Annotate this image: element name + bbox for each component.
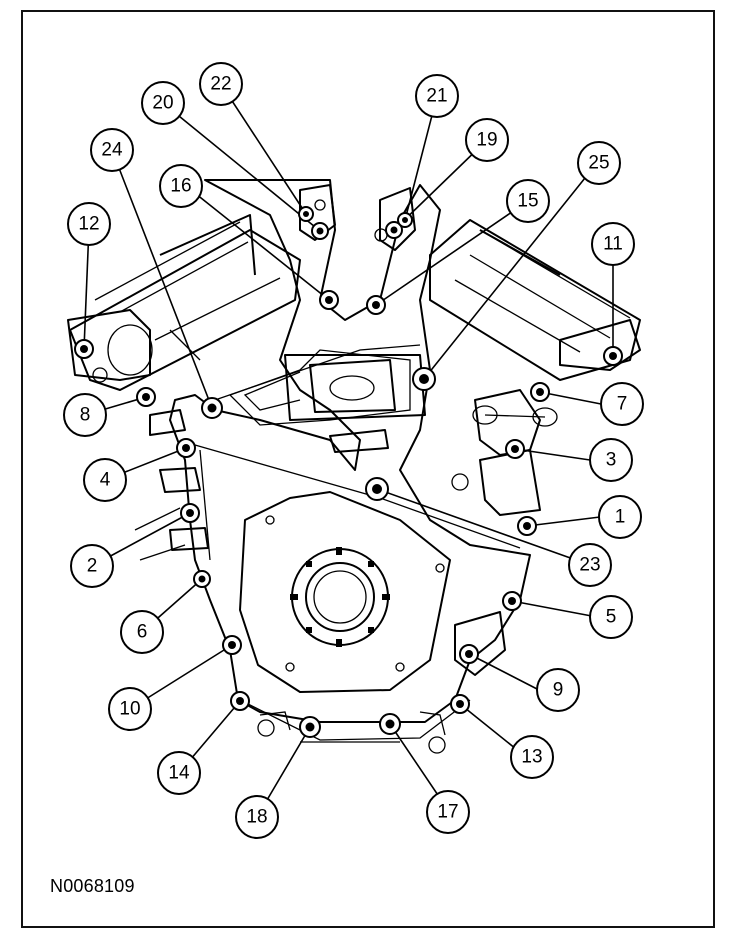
svg-text:16: 16	[170, 176, 191, 197]
engine-block-outline	[69, 214, 641, 391]
bolt-icon	[603, 346, 623, 366]
bolt-icon	[365, 477, 389, 501]
callout-22: 22	[199, 62, 243, 106]
svg-text:13: 13	[521, 747, 542, 768]
svg-text:14: 14	[168, 763, 190, 784]
svg-text:1: 1	[615, 507, 626, 528]
callout-13: 13	[510, 735, 554, 779]
bolt-icon	[319, 290, 339, 310]
svg-text:9: 9	[553, 680, 564, 701]
bolt-icon	[517, 516, 537, 536]
callout-16: 16	[159, 164, 203, 208]
callout-24: 24	[90, 128, 134, 172]
callout-17: 17	[426, 790, 470, 834]
bolt-locations	[74, 206, 623, 738]
svg-text:23: 23	[579, 555, 600, 576]
bolt-icon	[311, 222, 329, 240]
figure-frame	[21, 10, 715, 928]
bolt-icon	[502, 591, 522, 611]
callout-6: 6	[120, 610, 164, 654]
svg-text:21: 21	[426, 86, 447, 107]
bolt-icon	[230, 691, 250, 711]
callout-5: 5	[589, 595, 633, 639]
svg-text:4: 4	[100, 470, 111, 491]
figure-id-label: N0068109	[50, 876, 135, 896]
bolt-icon	[412, 367, 436, 391]
bolt-icon	[299, 716, 321, 738]
callout-7: 7	[600, 382, 644, 426]
svg-text:8: 8	[80, 405, 91, 426]
callout-4: 4	[83, 458, 127, 502]
svg-text:19: 19	[476, 130, 497, 151]
callout-21: 21	[415, 74, 459, 118]
callout-1: 1	[598, 495, 642, 539]
bolt-icon	[201, 397, 223, 419]
svg-text:22: 22	[210, 74, 231, 95]
seal-tabs	[290, 547, 390, 647]
bolt-icon	[385, 221, 403, 239]
svg-text:11: 11	[603, 234, 623, 255]
callouts: 1 2 3 4 5 6 7 8 9 10 11 12 13 14 15 16 1…	[63, 62, 644, 839]
front-cover-outline	[169, 179, 531, 743]
svg-text:24: 24	[101, 140, 123, 161]
bolt-icon	[379, 713, 401, 735]
svg-text:12: 12	[78, 214, 99, 235]
bolt-icon	[505, 439, 525, 459]
callout-18: 18	[235, 795, 279, 839]
svg-text:25: 25	[588, 153, 609, 174]
bolt-icon	[366, 295, 386, 315]
svg-text:15: 15	[517, 191, 538, 212]
bolt-icon	[74, 339, 94, 359]
bolt-icon	[176, 438, 196, 458]
callout-15: 15	[506, 179, 550, 223]
svg-text:10: 10	[119, 699, 140, 720]
callout-12: 12	[67, 202, 111, 246]
callout-11: 11	[591, 222, 635, 266]
callout-23: 23	[568, 543, 612, 587]
svg-text:18: 18	[246, 807, 267, 828]
callout-19: 19	[465, 118, 509, 162]
callout-20: 20	[141, 81, 185, 125]
bolt-icon	[397, 212, 413, 228]
svg-text:2: 2	[87, 556, 98, 577]
callout-9: 9	[536, 668, 580, 712]
bolt-icon	[193, 570, 211, 588]
svg-text:3: 3	[606, 450, 617, 471]
bolt-icon	[180, 503, 200, 523]
callout-2: 2	[70, 544, 114, 588]
svg-text:6: 6	[137, 622, 148, 643]
bolt-icon	[298, 206, 314, 222]
callout-25: 25	[577, 141, 621, 185]
svg-text:5: 5	[606, 607, 617, 628]
callout-10: 10	[108, 687, 152, 731]
svg-text:20: 20	[152, 93, 173, 114]
callout-3: 3	[589, 438, 633, 482]
bolt-icon	[450, 694, 470, 714]
bolt-icon	[222, 635, 242, 655]
bolt-icon	[459, 644, 479, 664]
bolt-icon	[530, 382, 550, 402]
callout-14: 14	[157, 751, 201, 795]
bolt-icon	[136, 387, 156, 407]
svg-text:17: 17	[437, 802, 458, 823]
svg-text:7: 7	[617, 394, 628, 415]
callout-8: 8	[63, 393, 107, 437]
